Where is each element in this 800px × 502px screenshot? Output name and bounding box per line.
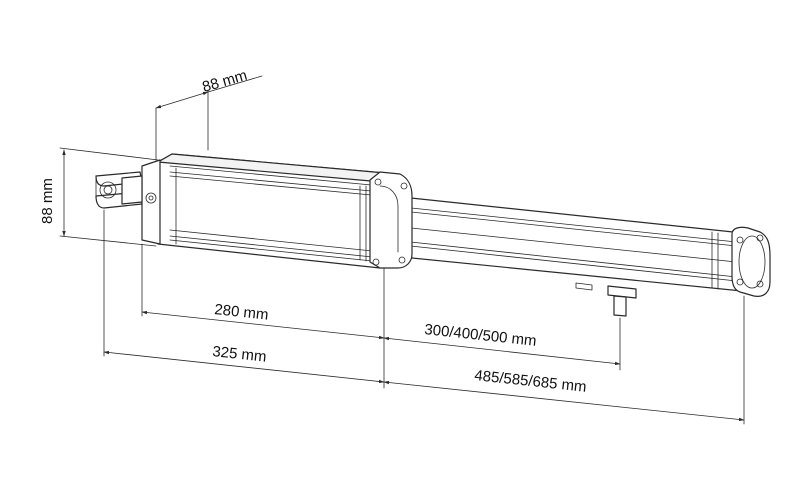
- label-body-length: 280 mm: [214, 301, 270, 324]
- extension-tube: [391, 195, 753, 293]
- front-end-cap: [731, 226, 771, 297]
- dim-line-width-extension: [207, 75, 263, 93]
- label-stroke: 300/400/500 mm: [424, 321, 538, 350]
- label-height-left: 88 mm: [39, 178, 56, 224]
- label-extension: 485/585/685 mm: [474, 367, 588, 396]
- dim-line-extension: [383, 380, 745, 422]
- dim-line-stroke: [383, 336, 621, 366]
- label-overall-length: 325 mm: [212, 343, 268, 366]
- dim-line-width-top: [155, 91, 209, 109]
- label-width-top: 88 mm: [200, 67, 249, 96]
- dim-line-overall-length: [103, 350, 385, 384]
- dim-line-body-length: [141, 310, 385, 340]
- front-mount-bracket: [575, 282, 637, 317]
- rear-end-cap: [141, 159, 161, 245]
- gearbox-block: [369, 171, 413, 269]
- dimension-lines: [62, 75, 745, 422]
- motor-body: [157, 153, 397, 269]
- actuator-illustration: [95, 153, 771, 317]
- rear-clevis: [95, 171, 143, 209]
